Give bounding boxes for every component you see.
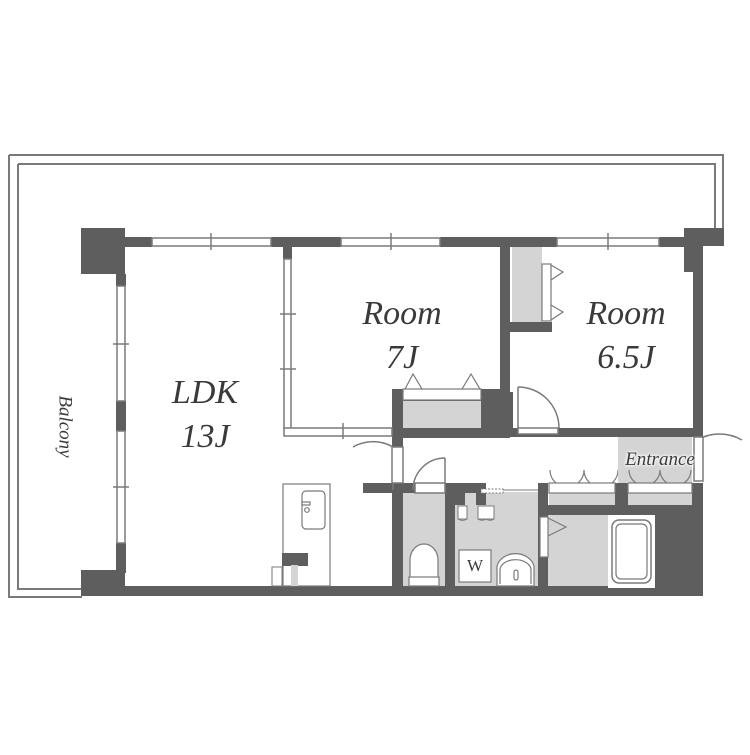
room-65j-label: Room 6.5J: [566, 297, 686, 375]
entrance-inset: [618, 437, 628, 483]
room-ldk-name: LDK: [171, 374, 239, 411]
washing-machine: [458, 549, 492, 583]
balcony-outline: [8, 154, 724, 598]
closet-65j-doors: [541, 263, 565, 322]
doors: [352, 386, 743, 494]
balcony-label: Balcony: [54, 395, 76, 458]
room-ldk-size: 13J: [180, 418, 230, 455]
wash-basin: [496, 553, 535, 587]
room-7j-name: Room: [362, 295, 442, 332]
washroom-cabinet-doors: [457, 488, 538, 521]
kitchen-counter: [282, 483, 331, 587]
room-7j-size: 7J: [385, 339, 419, 376]
bath-door: [539, 516, 568, 558]
closet-7j-doors: [402, 372, 482, 401]
room-7j-label: Room 7J: [342, 297, 462, 375]
toilet: [408, 543, 440, 587]
washer-label: W: [466, 556, 484, 575]
bathtub: [608, 515, 655, 588]
room-ldk-label: LDK 13J: [155, 376, 255, 454]
room-65j-name: Room: [586, 295, 666, 332]
wet-area-floors: [403, 247, 692, 588]
kitchen-cabinet: [271, 553, 308, 587]
entrance-label: Entrance: [625, 449, 695, 470]
windows: [113, 233, 660, 544]
shoe-closet-doors: [548, 469, 693, 494]
room-65j-size: 6.5J: [597, 339, 655, 376]
